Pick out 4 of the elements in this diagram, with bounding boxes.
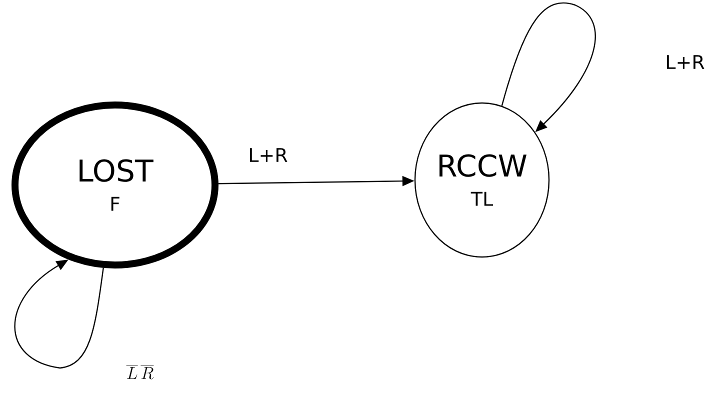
edge-label: $\overline{L}\,\overline{R}$ bbox=[125, 364, 155, 380]
edge-label: L+R bbox=[664, 54, 706, 70]
arrow bbox=[14, 260, 104, 369]
edge-label: L+R bbox=[247, 147, 289, 163]
